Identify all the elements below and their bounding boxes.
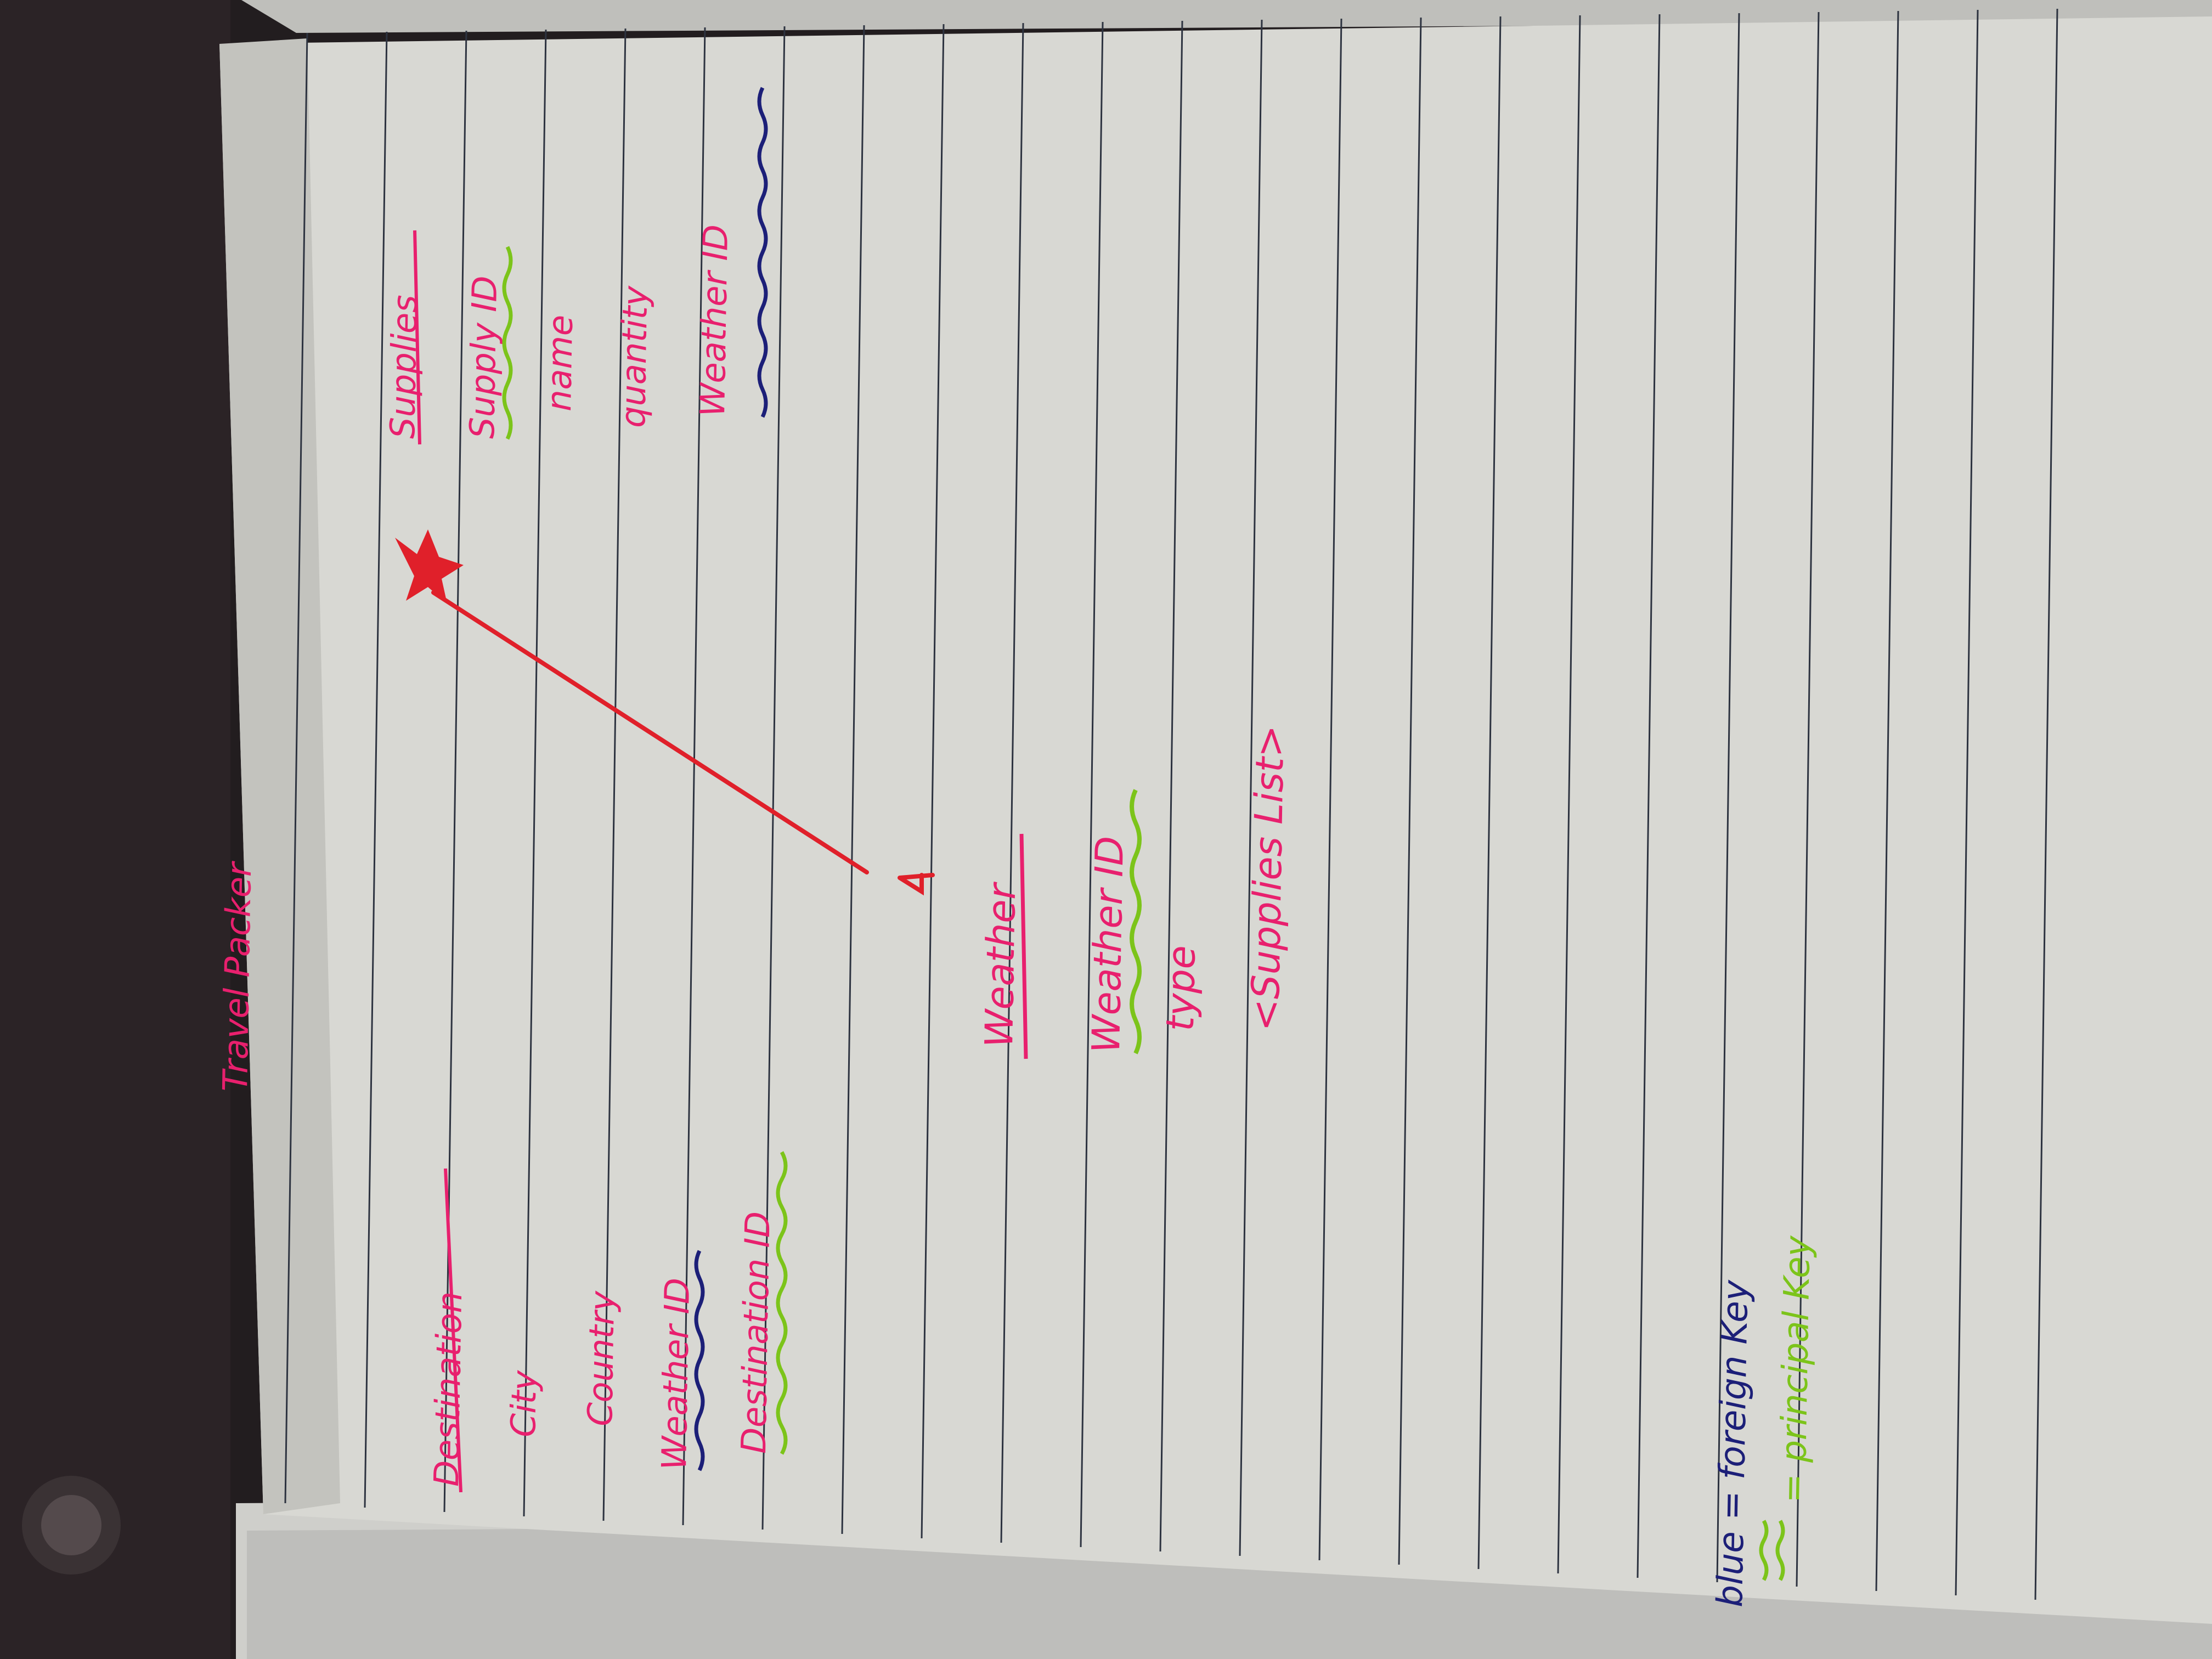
ruled-line	[1159, 20, 1183, 1552]
weather-field-type: type	[1158, 945, 1204, 1032]
ruled-line	[1637, 14, 1661, 1578]
weather-table: Weather Weather ID type <Supplies List>	[977, 725, 1293, 1059]
legend-green-squiggle-icon	[1759, 1520, 1769, 1581]
destination-table: Destination City Country Weather ID Dest…	[426, 1151, 788, 1493]
legend-principal-key: = principal Key	[1773, 1235, 1819, 1503]
foreign-key-underline	[694, 1250, 705, 1471]
weather-field-weather-id: Weather ID	[1084, 836, 1132, 1053]
legend: blue = foreign Key = principal Key	[1710, 1235, 1819, 1607]
legend-foreign-key: blue = foreign Key	[1710, 1279, 1756, 1608]
ruled-line	[1080, 21, 1104, 1548]
ruled-line	[1477, 16, 1502, 1570]
destination-field-destination-id: Destination ID	[733, 1211, 778, 1454]
supplies-field-weather-id: Weather ID	[692, 224, 736, 417]
destination-field-city: City	[503, 1369, 544, 1437]
ruled-line	[523, 29, 547, 1517]
principal-key-underline	[776, 1151, 788, 1455]
supplies-field-name: name	[539, 314, 580, 411]
destination-field-country: Country	[580, 1290, 622, 1426]
ruled-line	[1955, 9, 1979, 1596]
destination-field-weather-id: Weather ID	[654, 1278, 697, 1471]
ruled-line	[841, 25, 865, 1534]
ruled-line	[1557, 15, 1581, 1574]
ruled-line	[602, 28, 627, 1521]
ruled-line	[1239, 19, 1263, 1556]
ruled-line	[443, 30, 467, 1513]
ruled-line	[2034, 8, 2058, 1600]
one-tick-icon	[898, 873, 935, 896]
ruled-line	[1398, 17, 1422, 1565]
weather-table-name: Weather	[977, 881, 1024, 1048]
ruled-line	[1000, 22, 1024, 1543]
ruled-line	[364, 31, 388, 1508]
ruled-lines	[284, 8, 2058, 1600]
supplies-table: Supplies Supply ID name quantity Weather…	[382, 87, 768, 445]
supplies-field-supply-id: Supply ID	[462, 275, 505, 439]
ruled-line	[1318, 18, 1342, 1561]
notebook-page	[219, 16, 2212, 1624]
ruled-line	[682, 27, 706, 1526]
destination-table-name: Destination	[426, 1291, 470, 1487]
ruled-line	[284, 32, 308, 1504]
weather-field-supplies-list: <Supplies List>	[1243, 725, 1293, 1031]
ruled-line	[1716, 13, 1740, 1583]
many-star-icon	[395, 529, 464, 603]
ruled-line	[761, 26, 786, 1530]
ruled-line	[921, 24, 945, 1539]
book-cover-left	[0, 0, 230, 1659]
ruled-line	[1796, 12, 1820, 1587]
notebook-title: Travel Packer	[215, 860, 259, 1092]
relationship-line	[395, 529, 935, 896]
ruled-line	[1875, 10, 1899, 1592]
supplies-field-quantity: quantity	[613, 285, 656, 428]
